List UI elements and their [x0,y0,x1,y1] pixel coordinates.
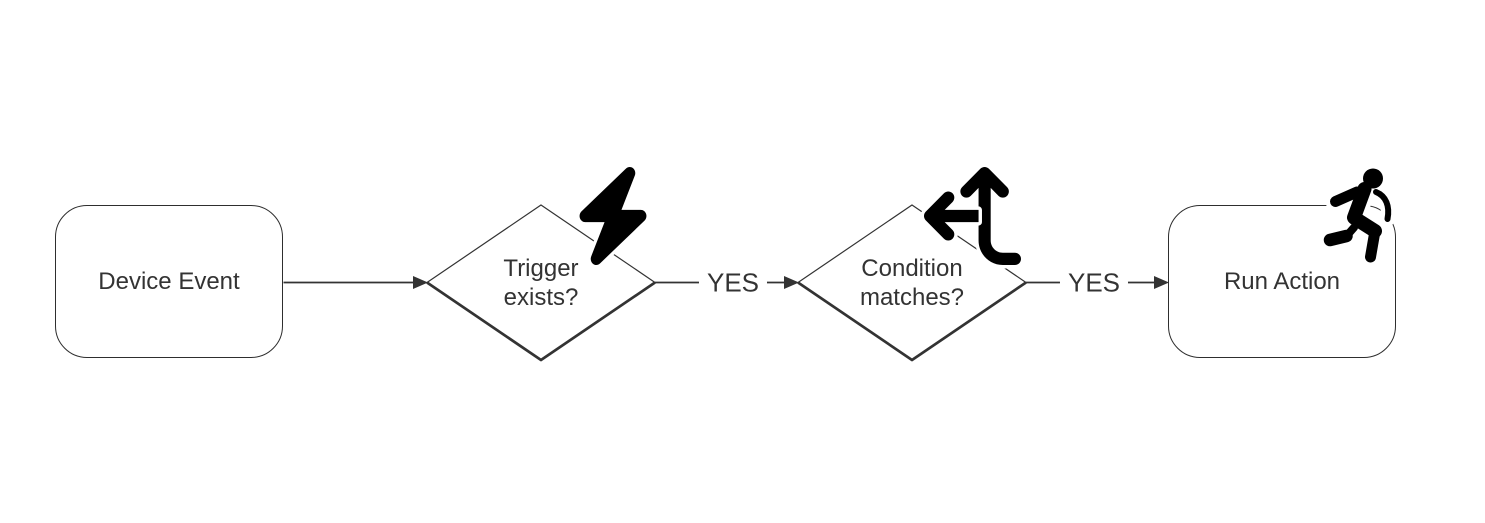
person-running-icon [1319,164,1396,267]
node-label-device-event: Device Event [98,268,240,295]
node-run-action: Run Action [1168,205,1396,358]
edge-device-event-to-trigger-exists [283,276,428,289]
edge-label-yes-2: YES [1059,265,1129,301]
arrowhead-icon [784,276,799,289]
node-device-event: Device Event [55,205,283,358]
arrows-split-up-left-icon [920,163,1025,269]
arrowhead-icon [1154,276,1169,289]
arrowhead-icon [413,276,428,289]
edge-label-yes-1: YES [698,265,768,301]
lightning-bolt-icon [576,163,650,269]
node-label-run-action: Run Action [1223,268,1341,295]
